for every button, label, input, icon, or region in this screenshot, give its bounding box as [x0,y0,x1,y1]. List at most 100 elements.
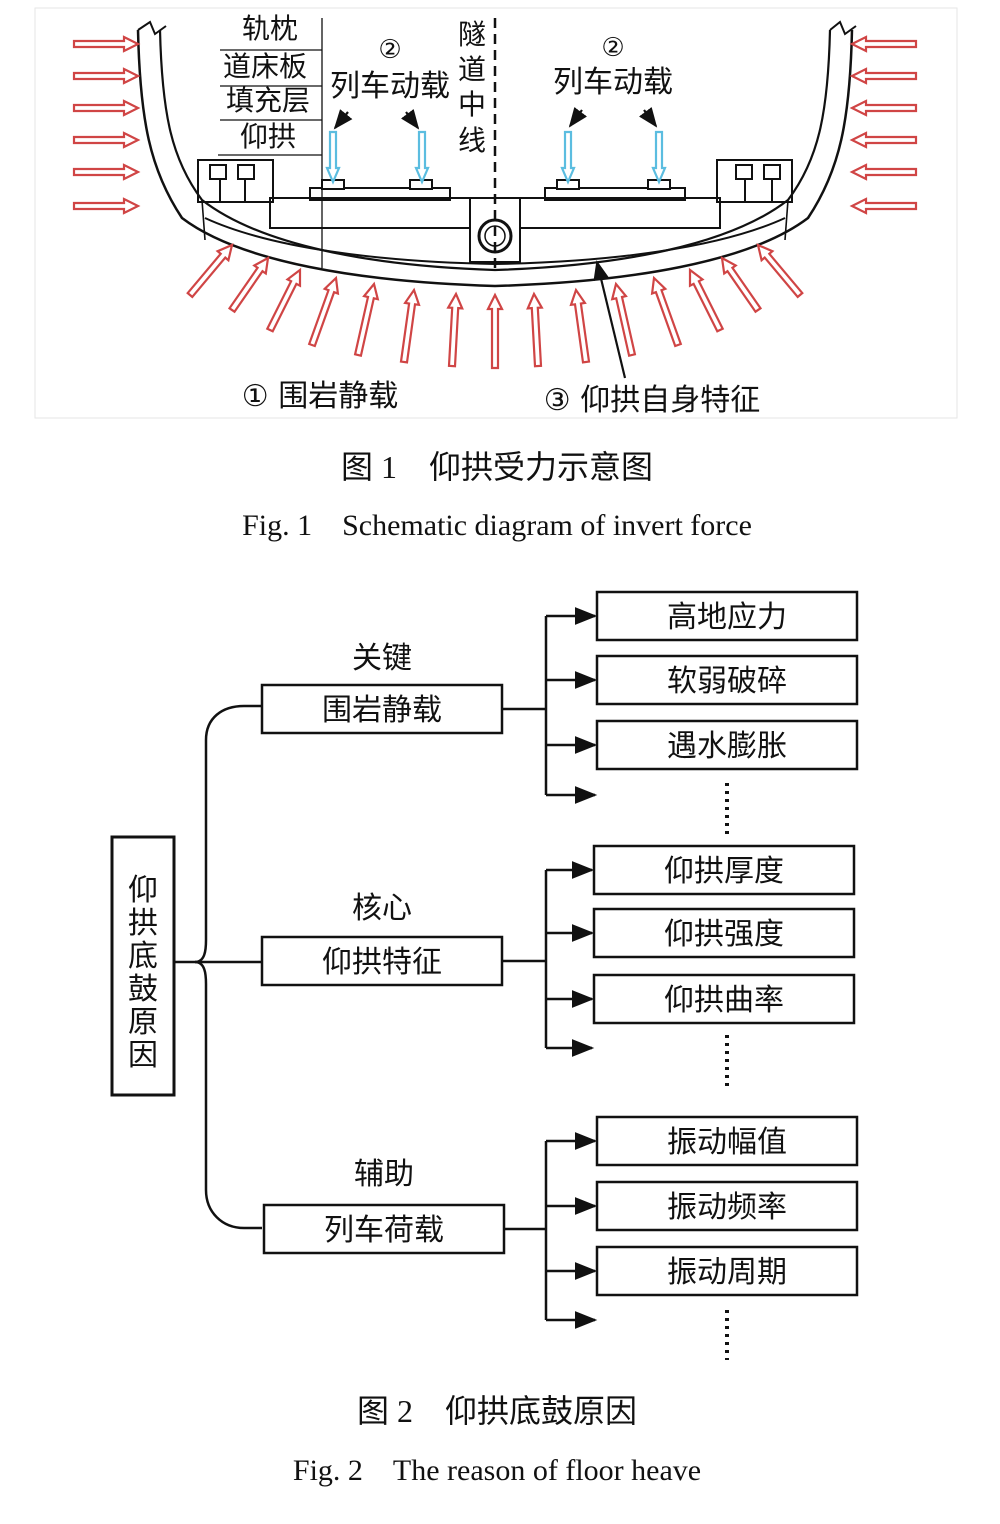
factor-box [595,1115,859,1167]
rock-pressure-arrow [849,99,918,117]
factor-box [595,654,859,706]
rock-pressure-arrow [610,281,637,358]
rock-pressure-arrow [186,243,234,299]
rock-pressure-arrow [72,131,141,149]
rock-pressure-arrow [486,292,504,370]
break-mark-left [137,20,167,36]
root-box [110,835,176,1097]
label-centerline-3: 中 [458,88,486,121]
root-label: 仰拱底鼓原因 [128,873,158,1073]
figure1-caption-en: Fig. 1 Schematic diagram of invert force [242,509,752,542]
train-load-pointer [638,106,658,128]
rock-pressure-arrow [650,275,683,348]
side-ditch-left [197,159,274,203]
label-invert: 仰拱 [240,120,296,153]
lining-joint-left [201,199,206,241]
layer-label-box [218,18,323,268]
factor-label: 振动周期 [667,1255,787,1290]
label-load-num-left: ② [378,35,401,65]
side-ditch-right [716,159,793,203]
figure2-caption-cn: 图 2 仰拱底鼓原因 [357,1393,637,1429]
branch-connector-bottom [194,960,262,1230]
rock-pressure-arrow [399,287,421,364]
factor-box [595,1245,859,1297]
figure2-caption-en: Fig. 2 The reason of floor heave [293,1454,701,1487]
train-load-arrows [325,130,667,185]
factor-label: 软弱破碎 [667,664,787,699]
rock-pressure-arrow [849,35,918,53]
rock-pressure-side-arrows [72,35,918,215]
factor-label: 仰拱厚度 [664,854,784,889]
rock-pressure-bottom-arrows [186,243,804,370]
break-mark-right [829,20,857,36]
label-centerline-4: 线 [458,124,486,157]
label-invert-self: ③ 仰拱自身特征 [544,383,760,418]
train-load-pointer [400,108,420,130]
label-centerline-2: 道 [458,53,486,86]
branch-box [262,1203,506,1255]
lining-outer [136,29,854,288]
figure2-tree: 仰拱底鼓原因 关键围岩静载高地应力软弱破碎遇水膨胀核心仰拱特征仰拱厚度仰拱强度仰… [110,590,859,1360]
label-bed-plate: 道床板 [223,50,307,83]
factor-label: 振动幅值 [667,1125,787,1160]
factor-box [595,719,859,771]
branch-tag: 核心 [352,891,412,926]
factor-box [592,907,856,959]
label-sleeper: 轨枕 [242,12,298,45]
rock-pressure-arrow [307,275,340,348]
rock-pressure-arrow [353,281,380,358]
rock-pressure-arrow [849,163,918,181]
branch-connector-top [174,704,262,964]
factor-box [595,590,859,642]
train-load-arrow [325,130,341,185]
branch-title: 仰拱特征 [322,945,442,980]
factor-label: 遇水膨胀 [667,729,787,764]
rock-pressure-arrow [849,67,918,85]
sleeper-right [544,187,686,201]
rock-pressure-arrow [265,267,302,333]
lining-joint-right [784,199,789,241]
rock-pressure-arrow [720,255,763,314]
train-load-arrow [414,130,430,185]
train-load-arrow [560,130,576,185]
rock-pressure-arrow [227,255,270,314]
invert-self-pointer [593,260,627,379]
sleeper-left [309,187,451,201]
train-load-pointer [333,109,353,130]
factor-box [592,973,856,1025]
rock-pressure-arrow [446,291,464,368]
label-load-num-right: ② [601,33,624,63]
rock-pressure-arrow [72,35,141,53]
label-fill-layer: 填充层 [226,84,310,117]
factor-label: 仰拱强度 [664,917,784,952]
label-centerline-1: 隧 [458,18,486,51]
rock-pressure-arrow [569,287,591,364]
rock-pressure-arrow [849,131,918,149]
figure1-diagram: 轨枕 道床板 填充层 仰拱 ② 列车动载 ② 列车动载 隧 道 中 线 ① 围岩… [34,7,958,419]
train-load-pointer [568,106,588,128]
factor-label: 仰拱曲率 [664,983,784,1018]
factor-box [595,1180,859,1232]
label-train-load-right: 列车动载 [553,65,673,100]
rock-pressure-arrow [72,197,141,215]
rock-pressure-arrow [688,267,725,333]
rock-pressure-arrow [72,99,141,117]
rock-pressure-arrow [72,163,141,181]
lining-inner [158,29,832,272]
factor-label: 振动频率 [667,1190,787,1225]
branch-tag: 关键 [352,641,412,676]
rock-pressure-arrow [526,291,544,368]
figure1-caption-cn: 图 1 仰拱受力示意图 [341,449,653,485]
label-train-load-left: 列车动载 [330,69,450,104]
branch-title: 列车荷载 [324,1213,444,1248]
factor-box [592,844,856,896]
rock-pressure-arrow [849,197,918,215]
rock-pressure-arrow [756,243,804,299]
label-rock-static-load: ① 围岩静载 [242,379,398,414]
train-load-arrow [651,130,667,185]
rock-pressure-arrow [72,67,141,85]
